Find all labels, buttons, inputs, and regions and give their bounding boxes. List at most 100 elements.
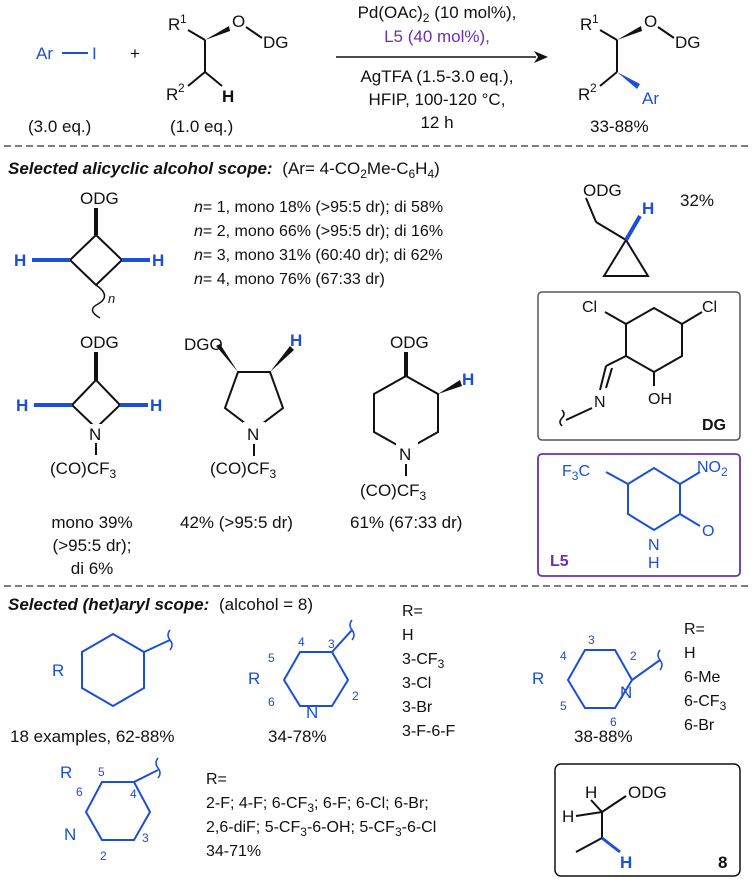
svg-text:H: H [16, 396, 28, 415]
svg-text:DG: DG [263, 33, 289, 52]
hetaryl-section: Selected (het)aryl scope: (alcohol = 8) … [8, 595, 727, 863]
svg-text:H: H [150, 396, 162, 415]
svg-text:L5: L5 [550, 553, 569, 570]
cyclopropyl-structure: ODG H 32% [583, 181, 714, 277]
svg-text:ODG: ODG [583, 181, 622, 200]
svg-text:Pd(OAc)2 (10 mol%),: Pd(OAc)2 (10 mol%), [358, 3, 517, 25]
svg-text:H: H [402, 627, 414, 644]
hetaryl-heading: Selected (het)aryl scope: [8, 595, 209, 614]
svg-text:4: 4 [298, 635, 305, 649]
svg-text:(CO)CF3: (CO)CF3 [210, 459, 276, 481]
dg-box: Cl Cl OH N DG [537, 291, 741, 441]
pyr4-yield: 34-71% [206, 843, 261, 860]
svg-text:(CO)CF3: (CO)CF3 [360, 481, 426, 503]
pyr2-r-list: R= H 6-Me 6-CF3 6-Br [684, 621, 727, 734]
svg-text:R: R [532, 669, 544, 688]
aryl-equiv: (3.0 eq.) [28, 117, 91, 136]
svg-text:n: n [108, 291, 115, 306]
svg-text:H: H [290, 331, 302, 350]
svg-text:ODG: ODG [390, 333, 429, 352]
pyridin-3-yl-structure: R N 5 4 3 2 6 34-78% [248, 619, 359, 746]
alcohol-equiv: (1.0 eq.) [170, 117, 233, 136]
svg-text:6-Br: 6-Br [684, 717, 715, 734]
svg-text:ODG: ODG [80, 189, 119, 208]
svg-text:F3C: F3C [562, 463, 590, 483]
svg-text:H: H [684, 645, 696, 662]
svg-text:OH: OH [648, 391, 672, 408]
svg-text:H: H [620, 853, 632, 872]
svg-text:H: H [152, 251, 164, 270]
svg-text:mono 39%: mono 39% [51, 513, 132, 532]
alcohol-8-box: H H ODG H 8 [554, 763, 741, 877]
svg-text:(>95:5 dr);: (>95:5 dr); [53, 536, 132, 555]
svg-text:H: H [585, 783, 597, 802]
svg-text:H: H [462, 370, 474, 389]
svg-text:O: O [232, 12, 245, 31]
svg-text:N: N [648, 537, 660, 554]
svg-text:R: R [580, 15, 592, 34]
aryl-reagent-label: Ar [36, 44, 53, 63]
iodide-label: I [92, 44, 97, 63]
svg-text:4: 4 [130, 787, 137, 801]
svg-text:H: H [562, 807, 574, 826]
svg-text:H: H [14, 251, 26, 270]
svg-text:N: N [594, 394, 606, 411]
svg-text:n= 1, mono 18% (>95:5 dr); di: n= 1, mono 18% (>95:5 dr); di 58% [194, 199, 443, 216]
substrate-alcohol: R 1 O DG R 2 H [166, 12, 289, 106]
plus-sign: + [130, 44, 140, 63]
svg-text:6-CF3: 6-CF3 [684, 693, 727, 713]
svg-text:n= 3, mono 31% (60:40 dr); di: n= 3, mono 31% (60:40 dr); di 62% [194, 247, 443, 264]
svg-text:3-Cl: 3-Cl [402, 675, 431, 692]
phenyl-structure: R 18 examples, 62-88% [10, 629, 174, 746]
svg-text:R: R [166, 85, 178, 104]
svg-text:6: 6 [76, 785, 83, 799]
svg-text:5: 5 [560, 699, 567, 713]
cyclopropyl-yield: 32% [680, 191, 714, 210]
svg-text:3: 3 [328, 637, 335, 651]
svg-text:H: H [642, 199, 654, 218]
svg-text:HFIP, 100-120 °C,: HFIP, 100-120 °C, [369, 90, 506, 109]
svg-text:R: R [578, 85, 590, 104]
svg-text:(CO)CF3: (CO)CF3 [50, 459, 116, 481]
svg-text:n= 4, mono 76% (67:33 dr): n= 4, mono 76% (67:33 dr) [194, 271, 385, 288]
svg-text:ODG: ODG [80, 333, 119, 352]
svg-text:R=: R= [684, 621, 705, 638]
pyr3-r-list: R= H 3-CF3 3-Cl 3-Br 3-F-6-F [402, 603, 456, 740]
svg-text:AgTFA (1.5-3.0 eq.),: AgTFA (1.5-3.0 eq.), [360, 67, 513, 86]
svg-text:H: H [648, 555, 660, 572]
svg-text:Selected alicyclic alcohol sco: Selected alicyclic alcohol scope: (Ar= 4… [8, 159, 440, 181]
svg-text:3: 3 [142, 831, 149, 845]
pyrrolidine-structure: DGO H N (CO)CF3 42% (>95:5 dr) [180, 331, 302, 532]
svg-text:N: N [89, 425, 101, 444]
azetidine-structure: ODG H H N (CO)CF3 mono 39% (>95:5 dr); d… [16, 333, 162, 578]
svg-text:2: 2 [178, 81, 185, 95]
svg-text:N: N [247, 425, 259, 444]
alicyclic-heading: Selected alicyclic alcohol scope: [8, 159, 273, 178]
svg-text:2,6-diF; 5-CF3-6-OH; 5-CF3-6-C: 2,6-diF; 5-CF3-6-OH; 5-CF3-6-Cl [206, 819, 436, 839]
reaction-scheme: Ar I + (3.0 eq.) R 1 O DG R 2 H (1.0 eq.… [28, 3, 701, 136]
svg-text:3-F-6-F: 3-F-6-F [402, 723, 456, 740]
svg-text:N: N [64, 825, 76, 844]
svg-text:6: 6 [268, 695, 275, 709]
svg-text:4: 4 [560, 649, 567, 663]
svg-text:NO2: NO2 [697, 459, 728, 479]
svg-text:DGO: DGO [184, 335, 223, 354]
svg-text:1: 1 [592, 12, 599, 26]
svg-text:R: R [52, 661, 64, 680]
svg-text:ODG: ODG [628, 783, 667, 802]
svg-text:6: 6 [610, 715, 617, 729]
svg-text:2: 2 [352, 689, 359, 703]
svg-text:R=: R= [206, 771, 227, 788]
ligand-condition: L5 (40 mol%), [384, 27, 490, 46]
piperidine-yield: 61% (67:33 dr) [350, 513, 462, 532]
pyrrolidine-yield: 42% (>95:5 dr) [180, 513, 293, 532]
svg-text:O: O [644, 12, 657, 31]
svg-text:5: 5 [98, 765, 105, 779]
svg-text:DG: DG [702, 417, 726, 434]
svg-text:R: R [60, 763, 72, 782]
svg-text:2: 2 [630, 649, 637, 663]
svg-text:6-Me: 6-Me [684, 669, 721, 686]
svg-text:R: R [168, 15, 180, 34]
svg-text:Cl: Cl [702, 299, 717, 316]
